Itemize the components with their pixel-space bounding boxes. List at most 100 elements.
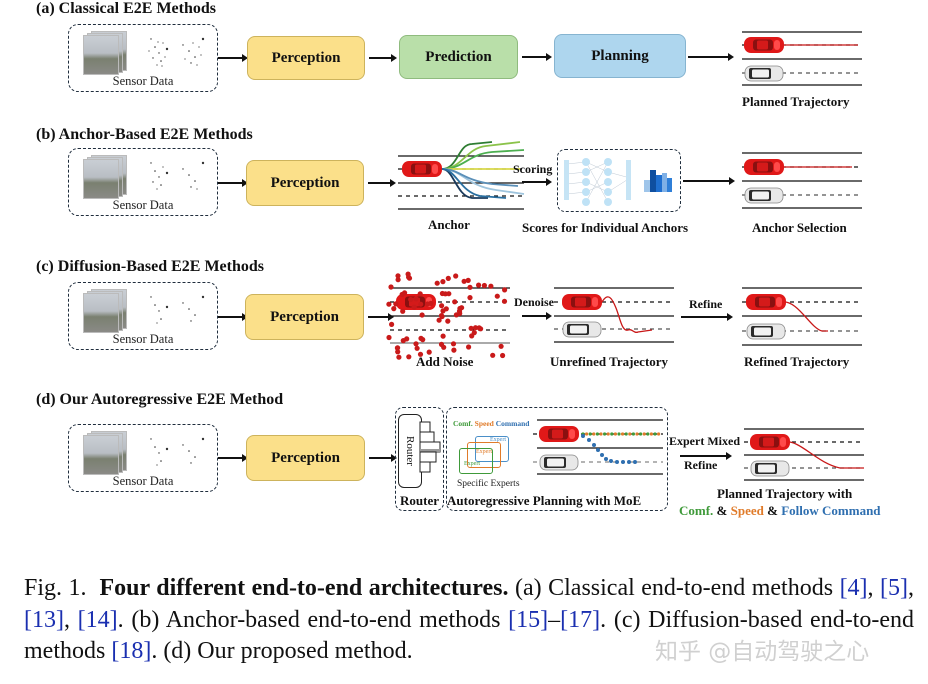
noise-dot xyxy=(490,352,496,358)
noise-dot xyxy=(405,271,411,277)
noise-dot xyxy=(395,349,401,355)
noise-dot xyxy=(434,280,440,286)
comf-expert-card: Expert xyxy=(459,448,493,474)
speed-expert-card: Expert xyxy=(467,442,501,468)
noise-dot xyxy=(391,306,397,312)
trajectory-dot xyxy=(603,432,607,436)
citation-link[interactable]: [17] xyxy=(560,606,601,633)
noise-dot xyxy=(386,334,392,341)
sensor-data-label: Sensor Data xyxy=(112,474,174,488)
noise-dot xyxy=(481,282,487,289)
noise-dot xyxy=(502,287,508,293)
trajectory-dot xyxy=(639,432,643,436)
refined-trajectory-label: Refined Trajectory xyxy=(744,354,850,369)
noise-dot xyxy=(400,338,406,344)
speed-tag: Speed xyxy=(474,419,494,428)
citation-link[interactable]: [18] xyxy=(111,638,152,664)
other-car-icon xyxy=(562,321,602,338)
trajectory-dot xyxy=(635,432,639,436)
arrow-icon xyxy=(522,178,552,186)
noise-dot xyxy=(414,345,420,351)
other-car-icon xyxy=(744,65,784,82)
other-car-icon xyxy=(750,460,790,477)
noise-dot xyxy=(419,312,425,318)
trajectory-dot xyxy=(595,432,599,436)
sensor-data-box-a: Sensor Data xyxy=(68,24,218,92)
noise-dot xyxy=(395,273,401,279)
watermark: 知乎 @自动驾驶之心 xyxy=(655,639,870,665)
noise-dot xyxy=(476,282,482,288)
citation-link[interactable]: [13] xyxy=(24,606,64,633)
neural-network-icon xyxy=(564,158,631,206)
noise-dot xyxy=(451,347,457,353)
trajectory-dot xyxy=(610,432,614,436)
noise-dot xyxy=(408,296,414,303)
section-d-title: (d) Our Autoregressive E2E Method xyxy=(36,391,284,408)
noise-dot xyxy=(452,299,458,305)
noise-dot xyxy=(436,317,442,323)
trajectory-dot xyxy=(627,460,631,464)
arrow-icon xyxy=(218,54,248,62)
ego-car-icon xyxy=(744,159,784,175)
citation-link[interactable]: [15] xyxy=(508,606,549,633)
section-c-title: (c) Diffusion-Based E2E Methods xyxy=(36,258,265,275)
citation-link[interactable]: [5] xyxy=(880,575,909,601)
moe-label: Autoregressive Planning with MoE xyxy=(447,493,642,508)
trajectory-dot xyxy=(588,432,592,436)
citation-link[interactable]: [4] xyxy=(839,575,868,601)
anchor-road-scene xyxy=(398,141,525,210)
noise-dot xyxy=(467,284,473,290)
expert-trajectory-dots xyxy=(581,432,661,464)
perception-block-b: Perception xyxy=(246,160,364,206)
router-module: Router xyxy=(398,414,422,488)
other-car-icon xyxy=(539,454,579,471)
road-scene-anchor-selection xyxy=(742,152,862,209)
anchor-trajectories xyxy=(441,141,525,199)
noise-dot xyxy=(396,354,402,360)
trajectory-dot xyxy=(633,460,637,464)
section-b-title: (b) Anchor-Based E2E Methods xyxy=(36,126,253,143)
planned-trajectory-label: Planned Trajectory xyxy=(742,94,850,109)
noise-dot xyxy=(386,301,392,307)
perception-block-d: Perception xyxy=(246,435,365,481)
noise-dot xyxy=(471,330,477,336)
trajectory-dot xyxy=(596,448,600,452)
noise-dot xyxy=(443,306,449,312)
camera-image-stack xyxy=(83,31,129,75)
perception-block-c: Perception xyxy=(245,294,364,340)
noise-dot xyxy=(488,283,494,289)
moe-road-scene xyxy=(533,419,663,475)
other-car-icon xyxy=(744,187,784,204)
unrefined-trajectory-label: Unrefined Trajectory xyxy=(550,354,669,369)
noise-dot xyxy=(439,303,445,309)
camera-image-stack xyxy=(83,431,129,475)
trajectory-dot xyxy=(657,432,661,436)
noise-dot xyxy=(468,325,474,331)
noise-dot xyxy=(465,277,471,283)
scoring-label: Scoring xyxy=(513,162,553,176)
trajectory-dot xyxy=(646,432,650,436)
arrow-icon xyxy=(522,312,552,320)
trajectory-dot xyxy=(621,460,625,464)
noise-dot xyxy=(457,310,463,316)
trajectory-attributes-legend: Comf. & Speed & Follow Command xyxy=(679,503,881,518)
denoise-label: Denoise xyxy=(514,295,554,309)
noise-dot xyxy=(440,333,446,339)
noise-dot xyxy=(467,295,473,301)
trajectory-dot xyxy=(609,459,613,463)
noise-dot xyxy=(438,313,445,319)
arrow-icon xyxy=(683,177,735,185)
citation-link[interactable]: [14] xyxy=(77,606,118,633)
noise-dot xyxy=(466,344,472,350)
specific-experts-label: Specific Experts xyxy=(457,479,520,489)
road-scene-planned xyxy=(742,31,862,86)
arrow-icon xyxy=(218,454,248,462)
point-cloud-icon xyxy=(182,37,205,66)
point-cloud-icon xyxy=(182,161,205,190)
trajectory-dot xyxy=(653,432,657,436)
arrow-icon xyxy=(680,452,732,460)
bar-chart-icon xyxy=(644,170,672,192)
trajectory-dot xyxy=(592,443,596,447)
noise-dot xyxy=(450,341,457,347)
ego-car-icon xyxy=(562,294,602,310)
